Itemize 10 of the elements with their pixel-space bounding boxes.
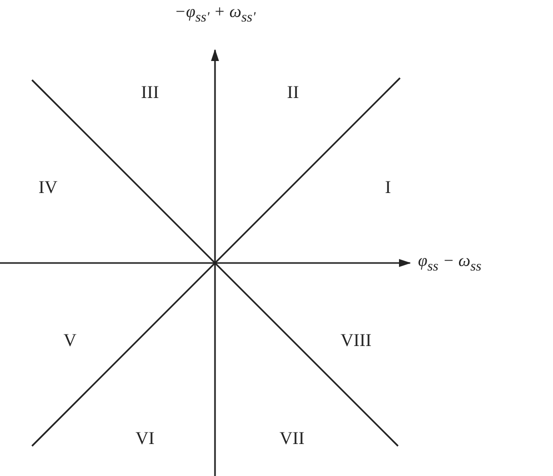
region-numeral: III (141, 82, 159, 102)
region-numeral: I (385, 177, 391, 197)
region-numeral: II (287, 82, 299, 102)
axis-label: −φ$_{ss'}$ + ω$_{ss'}$ (174, 2, 256, 27)
region-numeral: VIII (340, 330, 372, 350)
region-numeral: V (64, 330, 76, 350)
region-numeral: VI (136, 428, 154, 448)
region-numeral: VII (280, 428, 304, 448)
axis-label: φ$_{ss}$ − ω$_{ss}$ (418, 250, 482, 276)
region-numeral: IV (38, 177, 58, 197)
